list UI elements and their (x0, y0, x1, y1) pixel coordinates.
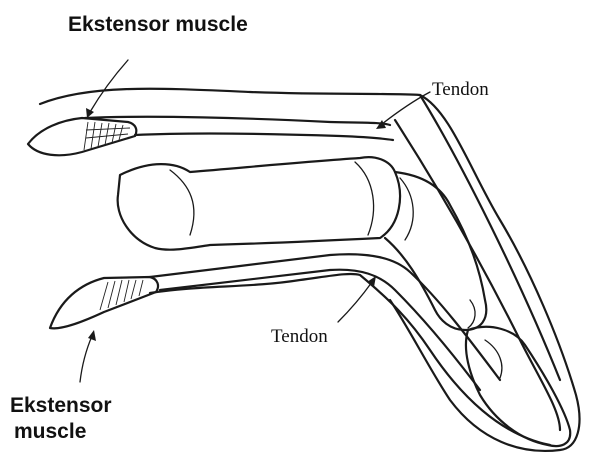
leader-bottom-muscle (80, 330, 96, 382)
bottom-muscle-label: Ekstensor muscle (10, 393, 112, 446)
tendon-top-label: Tendon (432, 79, 489, 101)
bottom-muscle-label-line2: muscle (10, 419, 112, 445)
phalanx-proximal (118, 157, 400, 250)
tendon-bottom-label: Tendon (271, 326, 328, 348)
bottom-muscle-label-line1: Ekstensor (10, 394, 112, 417)
phalanx-distal (466, 327, 570, 446)
bottom-extensor-muscle (50, 277, 158, 328)
bottom-tendon (150, 254, 500, 390)
top-extensor-muscle (28, 118, 136, 155)
leader-tendon-bottom (338, 276, 376, 322)
top-muscle-label: Ekstensor muscle (68, 12, 248, 38)
finger-outline (40, 89, 579, 451)
